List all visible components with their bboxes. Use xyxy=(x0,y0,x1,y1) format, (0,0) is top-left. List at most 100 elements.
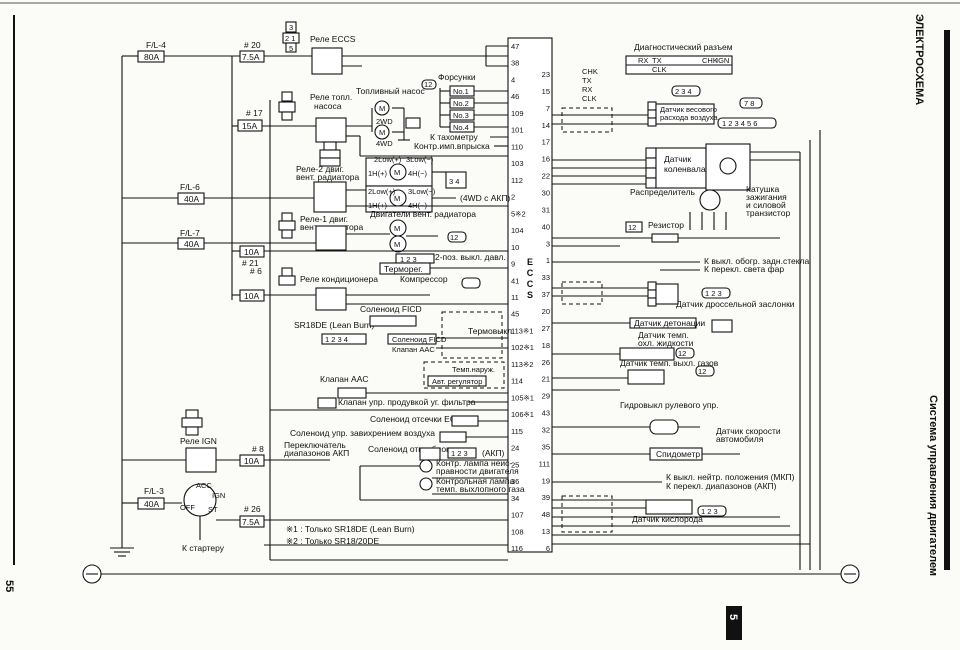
svg-text:Клапан AAC: Клапан AAC xyxy=(392,345,435,354)
note-2: ※2 : Только SR18/20DE xyxy=(286,536,380,546)
ecu-right-pin: 15 xyxy=(542,87,550,96)
right-side-bar xyxy=(944,30,950,570)
fuel-pump-motor-2wd xyxy=(374,100,390,116)
ecu-right-pin: 21 xyxy=(542,375,550,384)
svg-text:10A: 10A xyxy=(244,456,259,466)
ecu-right-pin: 14 xyxy=(542,121,550,130)
relay-fuel-pump xyxy=(315,117,347,143)
ecu-right-pin: 48 xyxy=(542,510,550,519)
ecu-left-pins: 473844610910111010311225※210410941114511… xyxy=(511,42,534,553)
ecu-left-pin: 105※1 xyxy=(511,393,534,402)
fuel-pump-motor-4wd xyxy=(374,124,390,140)
svg-text:40A: 40A xyxy=(184,239,199,249)
ecu-left-pin: 34 xyxy=(511,494,519,503)
ecu-left-pin: 109 xyxy=(511,109,524,118)
svg-text:диапазонов АКП: диапазонов АКП xyxy=(284,448,349,458)
svg-text:Терморег.: Терморег. xyxy=(384,264,423,274)
ecu-right-pin: 1 xyxy=(546,256,550,265)
svg-text:# 20: # 20 xyxy=(244,40,261,50)
ecu-left-pin: 112 xyxy=(511,176,523,185)
svg-text:CHK: CHK xyxy=(582,67,598,76)
svg-text:TX: TX xyxy=(582,76,592,85)
svg-text:# 6: # 6 xyxy=(250,266,262,276)
relay-1-fan xyxy=(315,225,347,251)
svg-text:IGN: IGN xyxy=(716,56,729,65)
svg-text:Контр. лампа неис-: Контр. лампа неис- xyxy=(436,458,512,468)
svg-text:Соленоид откл. блок.: Соленоид откл. блок. xyxy=(368,444,452,454)
svg-text:Датчик дроссельной заслонки: Датчик дроссельной заслонки xyxy=(676,299,795,309)
svg-text:(АКП): (АКП) xyxy=(482,448,505,458)
svg-text:M: M xyxy=(394,240,400,249)
svg-text:1 2 3: 1 2 3 xyxy=(400,255,417,264)
svg-text:3: 3 xyxy=(289,23,293,32)
svg-text:2Low(+): 2Low(+) xyxy=(374,155,402,164)
ecu-box xyxy=(507,37,553,553)
to-tachometer: К тахометру xyxy=(430,132,479,142)
svg-text:M: M xyxy=(394,194,400,203)
svg-text:1 2 3 4 5 6: 1 2 3 4 5 6 xyxy=(722,119,757,128)
svg-text:Соленоид FICD: Соленоид FICD xyxy=(392,335,447,344)
egt-sensor xyxy=(627,369,665,385)
svg-text:1 2 3: 1 2 3 xyxy=(701,507,718,516)
svg-text:Контрольная лампа: Контрольная лампа xyxy=(436,476,514,486)
svg-text:RX: RX xyxy=(582,85,592,94)
svg-text:SR18DE (Lean Burn): SR18DE (Lean Burn) xyxy=(294,320,374,330)
ecu-left-pin: 115 xyxy=(511,427,523,436)
svg-text:К перекл. света фар: К перекл. света фар xyxy=(704,264,784,274)
ecu-left-pin: 45 xyxy=(511,310,519,319)
ecu-left-pin: 101 xyxy=(511,126,524,135)
svg-text:насоса: насоса xyxy=(314,101,342,111)
svg-text:Датчик детонации: Датчик детонации xyxy=(634,318,705,328)
ecu-right-pin: 13 xyxy=(542,527,550,536)
svg-text:транзистор: транзистор xyxy=(746,208,790,218)
svg-text:OFF: OFF xyxy=(180,503,195,512)
svg-text:RX: RX xyxy=(638,56,648,65)
to-starter: К стартеру xyxy=(182,543,225,553)
svg-text:Реле-2 двиг.: Реле-2 двиг. xyxy=(296,164,344,174)
ecu-right-pin: 19 xyxy=(542,476,550,485)
svg-text:Датчик весового: Датчик весового xyxy=(660,105,717,114)
ecu-left-pin: 2 xyxy=(511,193,515,202)
svg-text:No.1: No.1 xyxy=(453,87,469,96)
svg-text:F/L-7: F/L-7 xyxy=(180,228,200,238)
ecu-left-pin: 10 xyxy=(511,243,519,252)
ecu-right-pin: 30 xyxy=(542,189,550,198)
ecu-left-pin: 102※1 xyxy=(511,343,534,352)
swirl-solenoid xyxy=(439,431,467,443)
ecu-right-pin: 26 xyxy=(542,358,550,367)
svg-text:Реле-1 двиг.: Реле-1 двиг. xyxy=(300,214,348,224)
svg-text:TX: TX xyxy=(652,56,662,65)
ecu-right-pin: 22 xyxy=(542,172,550,181)
svg-text:Авт. регулятор: Авт. регулятор xyxy=(432,377,482,386)
svg-text:CLK: CLK xyxy=(652,65,667,74)
ecu-right-pin: 3 xyxy=(546,239,550,248)
injectors-label: Форсунки xyxy=(438,72,476,82)
power-steering-switch xyxy=(649,419,679,435)
ecu-left-pin: 104 xyxy=(511,226,524,235)
svg-text:No.2: No.2 xyxy=(453,99,469,108)
svg-text:7 8: 7 8 xyxy=(744,99,754,108)
ecu-right-pin: 35 xyxy=(542,442,550,451)
svg-text:Соленоид отсечки EGR: Соленоид отсечки EGR xyxy=(370,414,463,424)
svg-text:2-поз. выкл. давл.: 2-поз. выкл. давл. xyxy=(435,252,506,262)
ecu-left-pin: 46 xyxy=(511,92,519,101)
side-title: Система управления двигателем xyxy=(927,395,939,576)
svg-text:автомобиля: автомобиля xyxy=(716,434,764,444)
svg-text:Катушка: Катушка xyxy=(746,184,779,194)
svg-text:зажигания: зажигания xyxy=(746,192,787,202)
svg-text:80A: 80A xyxy=(144,52,159,62)
svg-text:CHK: CHK xyxy=(702,56,718,65)
svg-text:Датчик: Датчик xyxy=(664,154,691,164)
diag-connector-label: Диагностический разъем xyxy=(634,42,733,52)
svg-text:Датчик темп.: Датчик темп. xyxy=(638,330,689,340)
ecu-left-pin: 11 xyxy=(511,293,519,302)
svg-text:F/L-6: F/L-6 xyxy=(180,182,200,192)
svg-text:(4WD с АКП): (4WD с АКП) xyxy=(460,193,510,203)
svg-text:Гидровыкл рулевого упр.: Гидровыкл рулевого упр. xyxy=(620,400,719,410)
svg-text:2WD: 2WD xyxy=(376,117,393,126)
svg-text:M: M xyxy=(379,104,385,113)
svg-text:Контр.имп.впрыска: Контр.имп.впрыска xyxy=(414,141,490,151)
svg-text:S: S xyxy=(527,290,533,300)
svg-text:1H(+): 1H(+) xyxy=(368,169,387,178)
chapter-number: 5 xyxy=(727,614,739,620)
